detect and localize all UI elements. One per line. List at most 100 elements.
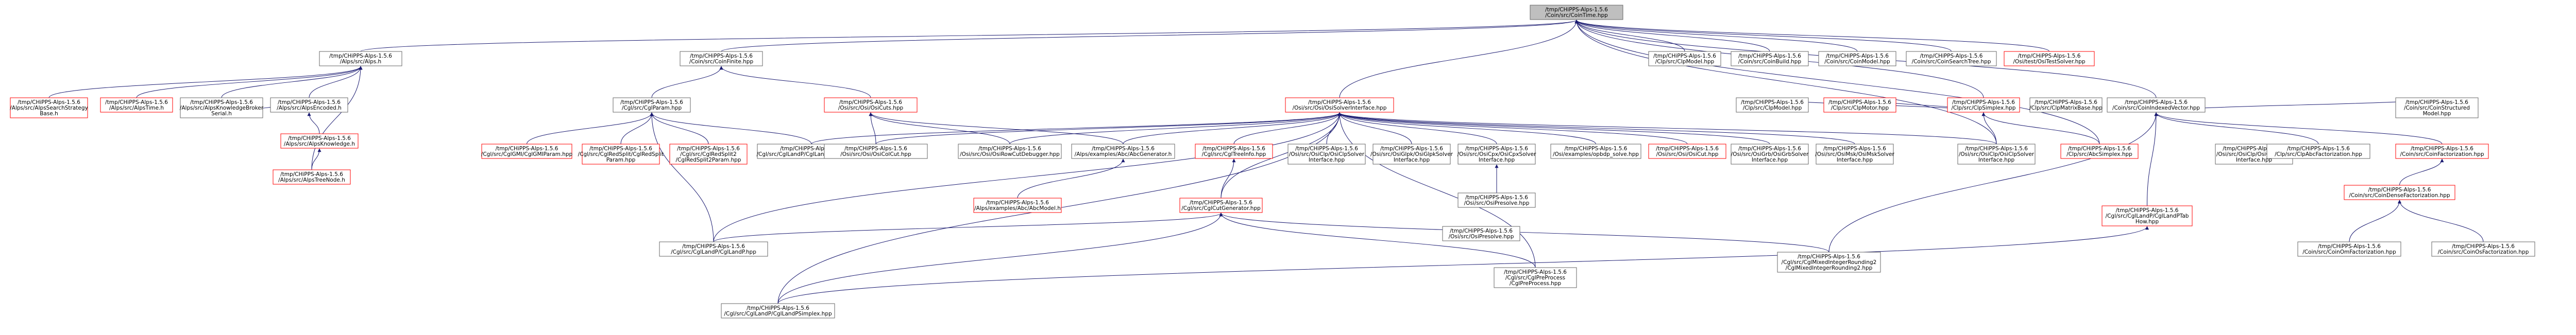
node-osirowcutdebugger[interactable]: /tmp/CHiPPS-Alps-1.5.6/Osi/src/Osi/OsiRo… — [958, 144, 1062, 159]
node-label-line: /tmp/CHiPPS-Alps-1.5.6 — [1190, 200, 1252, 206]
node-cgllandp[interactable]: /tmp/CHiPPS-Alps-1.5.6/Cgl/src/CglLandP/… — [659, 241, 768, 257]
node-osiexamples[interactable]: /tmp/CHiPPS-Alps-1.5.6/Osi/examples/opbd… — [1550, 144, 1641, 159]
node-osigrbsolver[interactable]: /tmp/CHiPPS-Alps-1.5.6/Osi/src/OsiGrb/Os… — [1731, 144, 1809, 165]
node-abcgenerator[interactable]: /tmp/CHiPPS-Alps-1.5.6/Alps/examples/Abc… — [1071, 144, 1175, 159]
node-osimsksolver[interactable]: /tmp/CHiPPS-Alps-1.5.6/Osi/src/OsiMsk/Os… — [1815, 144, 1895, 165]
node-coinbuild[interactable]: /tmp/CHiPPS-Alps-1.5.6/Coin/src/CoinBuil… — [1731, 51, 1809, 66]
node-label-line: Param.hpp — [606, 157, 636, 163]
node-clpmatrixbase[interactable]: /tmp/CHiPPS-Alps-1.5.6/Clp/src/ClpMatrix… — [2029, 97, 2103, 113]
node-abcmodel[interactable]: /tmp/CHiPPS-Alps-1.5.6/Alps/examples/Abc… — [973, 198, 1062, 213]
node-clpsimplex[interactable]: /tmp/CHiPPS-Alps-1.5.6/Clp/src/ClpSimple… — [1947, 97, 2020, 113]
edge-coinomfactorization-to-coindensefactorization — [2349, 200, 2401, 242]
node-label-line: /Cgl/src/CglLandP/CglLandPSimplex.hpp — [724, 311, 832, 317]
edge-osiclpsolver2-to-osisolverinterface — [1337, 112, 1997, 145]
node-box — [2060, 144, 2139, 159]
node-label-line: /tmp/CHiPPS-Alps-1.5.6 — [2318, 243, 2381, 250]
node-label-line: /Osi/src/OsiClp/OsiClpSolver — [1289, 151, 1365, 157]
node-osiclpsolver2[interactable]: /tmp/CHiPPS-Alps-1.5.6/Osi/src/OsiClp/Os… — [1957, 144, 2036, 165]
node-label-line: /tmp/CHiPPS-Alps-1.5.6 — [1450, 228, 1513, 234]
edge-osirowcutdebugger-to-osicuts — [869, 112, 1010, 145]
node-alpsknowledge[interactable]: /tmp/CHiPPS-Alps-1.5.6/Alps/src/AlpsKnow… — [280, 133, 359, 149]
node-cgltreeinfo[interactable]: /tmp/CHiPPS-Alps-1.5.6/Cgl/src/CglTreeIn… — [1195, 144, 1273, 159]
node-osiclpsolver[interactable]: /tmp/CHiPPS-Alps-1.5.6/Osi/src/OsiClp/Os… — [1287, 144, 1366, 165]
node-label-line: /tmp/CHiPPS-Alps-1.5.6 — [844, 146, 907, 152]
node-cgllandpsimplex[interactable]: /tmp/CHiPPS-Alps-1.5.6/Cgl/src/CglLandP/… — [2102, 205, 2193, 226]
node-osicbcsolver[interactable]: /tmp/CHiPPS-Alps-1.5.6/Osi/src/OsiCpx/Os… — [1458, 144, 1537, 165]
node-box — [1818, 51, 1896, 66]
node-alpstime[interactable]: /tmp/CHiPPS-Alps-1.5.6/Alps/src/AlpsTime… — [100, 97, 173, 113]
node-cglredsplit2param[interactable]: /tmp/CHiPPS-Alps-1.5.6/Cgl/src/CglRedSpl… — [669, 144, 748, 165]
node-alpssearchstrategybase[interactable]: /tmp/CHiPPS-Alps-1.5.6/Alps/src/AlpsSear… — [10, 97, 88, 118]
node-label-line: /tmp/CHiPPS-Alps-1.5.6 — [2411, 146, 2473, 152]
node-box — [10, 97, 88, 118]
node-label-line: /CglRedSplit2Param.hpp — [676, 157, 741, 163]
node-label-line: Interface.hpp — [1837, 157, 1873, 163]
node-coindensefactorization[interactable]: /tmp/CHiPPS-Alps-1.5.6/Coin/src/CoinDens… — [2344, 185, 2455, 200]
node-coinstructuredmodel[interactable]: /tmp/CHiPPS-Alps-1.5.6/Coin/src/CoinStru… — [2395, 97, 2479, 118]
node-cglcutgenerator[interactable]: /tmp/CHiPPS-Alps-1.5.6/Cgl/src/CglCutGen… — [1179, 198, 1263, 213]
node-label-line: /tmp/CHiPPS-Alps-1.5.6 — [2116, 207, 2179, 214]
node-alpstreenode[interactable]: /tmp/CHiPPS-Alps-1.5.6/Alps/src/AlpsTree… — [273, 169, 351, 185]
node-clpmotor[interactable]: /tmp/CHiPPS-Alps-1.5.6/Clp/src/ClpMotor.… — [1823, 97, 1896, 113]
node-alpsknowledgebroker[interactable]: /tmp/CHiPPS-Alps-1.5.6/Alps/src/AlpsKnow… — [180, 97, 264, 118]
node-osicut[interactable]: /tmp/CHiPPS-Alps-1.5.6/Osi/src/Osi/OsiCu… — [1648, 144, 1726, 159]
node-alpsencoded[interactable]: /tmp/CHiPPS-Alps-1.5.6/Alps/src/AlpsEnco… — [270, 97, 348, 113]
node-label-line: /Cgl/src/CglGMI/CglGMIParam.hpp — [481, 151, 573, 157]
edge-cgllandp-to-cglparam — [650, 112, 714, 242]
node-cglpresolve[interactable]: /tmp/CHiPPS-Alps-1.5.6/Osi/src/OsiPresol… — [1442, 226, 1520, 241]
node-label-line: /Alps/examples/Abc/AbcModel.h — [974, 205, 1061, 211]
node-label-line: /tmp/CHiPPS-Alps-1.5.6 — [2452, 243, 2515, 250]
node-label-line: /Clp/src/AbcSimplex.hpp — [2066, 151, 2132, 157]
node-label-line: /Osi/src/Osi/OsiSolverInterface.hpp — [1293, 105, 1387, 111]
node-box — [973, 198, 1062, 213]
node-box — [1731, 144, 1809, 165]
node-cglredsplitparam[interactable]: /tmp/CHiPPS-Alps-1.5.6/Cgl/src/CglRedSpl… — [578, 144, 664, 165]
node-coinfinite[interactable]: /tmp/CHiPPS-Alps-1.5.6/Coin/src/CoinFini… — [680, 51, 763, 66]
node-root[interactable]: /tmp/CHiPPS-Alps-1.5.6/Coin/src/CoinTime… — [1530, 5, 1623, 20]
node-box — [1195, 144, 1273, 159]
node-clpmodel[interactable]: /tmp/CHiPPS-Alps-1.5.6/Clp/src/ClpModel.… — [1648, 51, 1721, 66]
node-label-line: /tmp/CHiPPS-Alps-1.5.6 — [1380, 146, 1443, 152]
node-osipresolve[interactable]: /tmp/CHiPPS-Alps-1.5.6/Osi/src/OsiPresol… — [1458, 192, 1536, 208]
node-coinosfactorization[interactable]: /tmp/CHiPPS-Alps-1.5.6/Coin/src/CoinOsFa… — [2431, 241, 2535, 257]
node-osicolcut[interactable]: /tmp/CHiPPS-Alps-1.5.6/Osi/src/Osi/OsiCo… — [824, 144, 928, 159]
node-label-line: /Alps/src/AlpsSearchStrategy — [10, 105, 88, 111]
node-label-line: Interface.hpp — [1752, 157, 1788, 163]
node-cglmixedinteger[interactable]: /tmp/CHiPPS-Alps-1.5.6/Cgl/src/CglMixedI… — [1777, 252, 1881, 273]
node-abcsimplex[interactable]: /tmp/CHiPPS-Alps-1.5.6/Clp/src/AbcSimple… — [2060, 144, 2139, 159]
node-box — [659, 241, 768, 257]
node-label-line: /Coin/src/CoinFinite.hpp — [689, 59, 754, 65]
edge-abcsimplex-to-root — [1574, 20, 2100, 145]
node-cglparam[interactable]: /tmp/CHiPPS-Alps-1.5.6/Cgl/src/CglParam.… — [613, 97, 691, 113]
node-osisolverinterface[interactable]: /tmp/CHiPPS-Alps-1.5.6/Osi/src/Osi/OsiSo… — [1285, 97, 1394, 113]
node-label-line: /Clp/src/ClpAbcFactorization.hpp — [2275, 151, 2362, 157]
node-cgltestsolver[interactable]: /tmp/CHiPPS-Alps-1.5.6/Osi/test/OsiTestS… — [2004, 51, 2095, 66]
node-alps[interactable]: /tmp/CHiPPS-Alps-1.5.6/Alps/src/Alps.h — [319, 51, 402, 66]
node-coinfactorization[interactable]: /tmp/CHiPPS-Alps-1.5.6/Coin/src/CoinFact… — [2395, 144, 2489, 159]
node-osiglpksolver[interactable]: /tmp/CHiPPS-Alps-1.5.6/Osi/src/OsiGlpk/O… — [1370, 144, 1453, 165]
node-cglgmiparam[interactable]: /tmp/CHiPPS-Alps-1.5.6/Cgl/src/CglGMI/Cg… — [481, 144, 573, 159]
node-box — [824, 144, 928, 159]
node-coinmodel[interactable]: /tmp/CHiPPS-Alps-1.5.6/Coin/src/CoinMode… — [1818, 51, 1896, 66]
node-cglfactorization[interactable]: /tmp/CHiPPS-Alps-1.5.6/Clp/src/ClpAbcFac… — [2266, 144, 2370, 159]
node-label-line: /tmp/CHiPPS-Alps-1.5.6 — [496, 146, 558, 152]
node-label-line: Interface.hpp — [1309, 157, 1345, 163]
node-label-line: /Coin/src/CoinModel.hpp — [1824, 59, 1890, 65]
node-box — [2029, 97, 2103, 113]
edge-cgllandp-to-osisolverinterface — [713, 112, 1342, 242]
node-box — [1957, 144, 2036, 165]
node-cglpreprocess[interactable]: /tmp/CHiPPS-Alps-1.5.6/Cgl/src/CglPrePro… — [1494, 267, 1577, 288]
edge-osicbcsolver-to-osisolverinterface — [1337, 112, 1497, 145]
node-label-line: /Osi/src/OsiGlpk/OsiGlpkSolver — [1370, 151, 1453, 157]
node-box — [1458, 192, 1536, 208]
node-box — [2266, 144, 2370, 159]
node-coinindexedvector[interactable]: /tmp/CHiPPS-Alps-1.5.6/Coin/src/CoinInde… — [2107, 97, 2206, 113]
edge-cglcutgenerator-to-cgltreeinfo — [1221, 158, 1236, 199]
node-clpmodel2[interactable]: /tmp/CHiPPS-Alps-1.5.6/Clp/src/ClpModel.… — [1736, 97, 1809, 113]
edge-coindensefactorization-to-coinfactorization — [2399, 158, 2444, 186]
node-coinomfactorization[interactable]: /tmp/CHiPPS-Alps-1.5.6/Coin/src/CoinOmFa… — [2297, 241, 2401, 257]
node-coinsearchtree[interactable]: /tmp/CHiPPS-Alps-1.5.6/Coin/src/CoinSear… — [1906, 51, 1997, 66]
node-box — [2431, 241, 2535, 257]
node-osicuts[interactable]: /tmp/CHiPPS-Alps-1.5.6/Osi/src/Osi/OsiCu… — [824, 97, 918, 113]
node-cgllandpsimplex2[interactable]: /tmp/CHiPPS-Alps-1.5.6/Cgl/src/CglLandP/… — [721, 303, 835, 319]
